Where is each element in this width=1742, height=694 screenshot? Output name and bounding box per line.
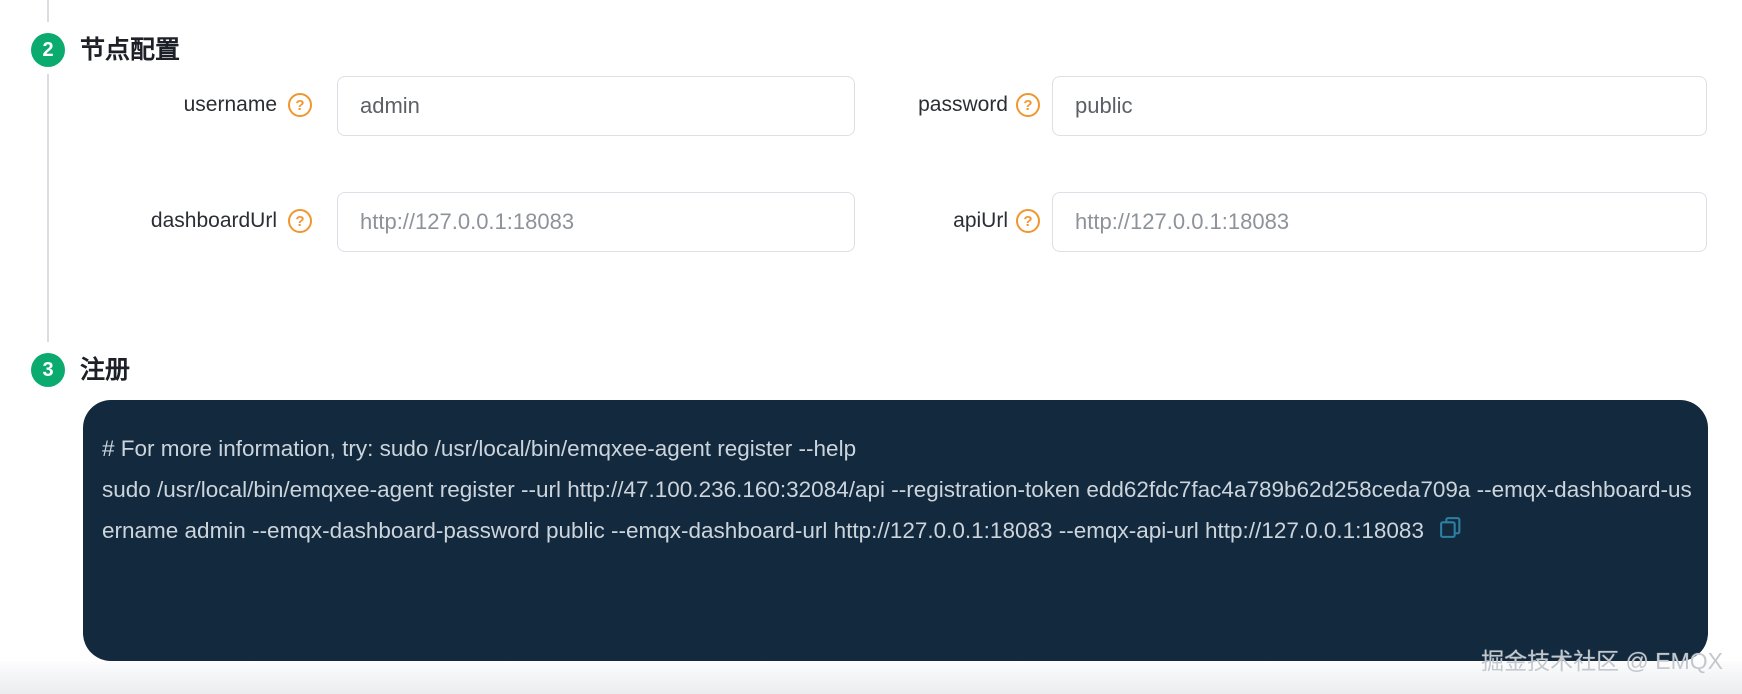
page-bottom-gradient (0, 661, 1742, 694)
dashboard-url-help-icon[interactable]: ? (288, 209, 312, 233)
dashboard-url-label: dashboardUrl (150, 209, 277, 232)
api-url-input[interactable] (1052, 192, 1707, 252)
username-input[interactable] (337, 76, 855, 136)
api-url-help-icon[interactable]: ? (1016, 209, 1040, 233)
api-url-label: apiUrl (953, 209, 1008, 232)
step-2-title: 节点配置 (80, 36, 181, 64)
register-command-comment: # For more information, try: sudo /usr/l… (102, 436, 857, 461)
password-input[interactable] (1052, 76, 1707, 136)
register-command-text: sudo /usr/local/bin/emqxee-agent registe… (102, 477, 1692, 543)
username-help-icon[interactable]: ? (288, 93, 312, 117)
watermark-text: 掘金技术社区 @ EMQX (1481, 648, 1723, 674)
password-label: password (918, 93, 1008, 116)
step-connector-line (47, 0, 49, 22)
step-3-badge: 3 (31, 353, 65, 387)
username-label: username (183, 93, 277, 116)
password-help-icon[interactable]: ? (1016, 93, 1040, 117)
copy-icon[interactable] (1438, 512, 1463, 553)
register-command-block: # For more information, try: sudo /usr/l… (83, 400, 1708, 661)
dashboard-url-input[interactable] (337, 192, 855, 252)
step-3-title: 注册 (80, 356, 131, 384)
step-connector-line (47, 74, 49, 342)
step-2-badge: 2 (31, 33, 65, 67)
